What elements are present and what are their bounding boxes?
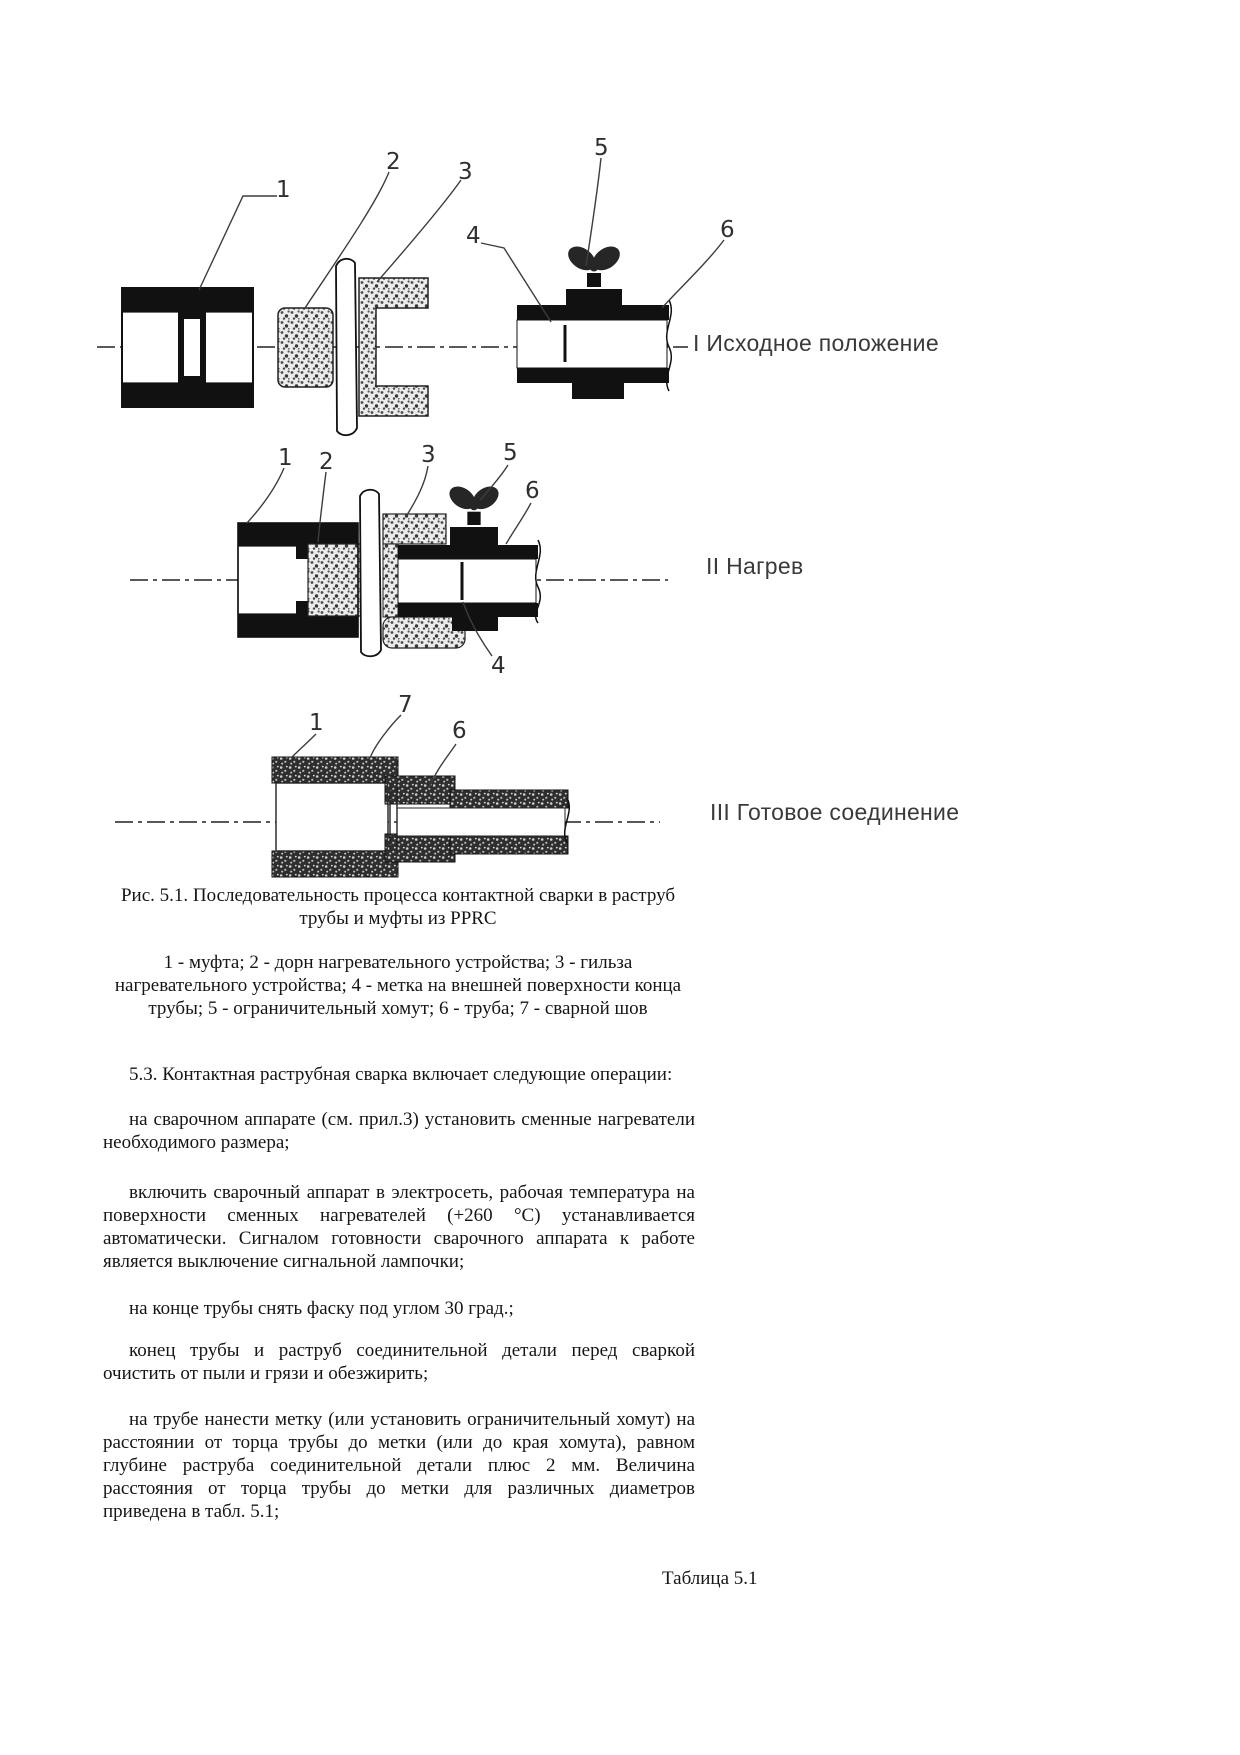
legend-line-2: нагревательного устройства; 4 - метка на… (114, 975, 682, 996)
body-paragraph-3: на конце трубы снять фаску под углом 30 … (129, 1298, 514, 1319)
callout-number: 6 (720, 217, 735, 243)
callout-number: 2 (319, 449, 334, 475)
body-paragraph-5: на трубе нанести метку (или установить о… (103, 1409, 695, 1522)
table-5-1-reference: Таблица 5.1 (662, 1568, 758, 1589)
figure-caption: Рис. 5.1. Последовательность процесса ко… (103, 884, 693, 930)
callout-number: 5 (503, 440, 518, 466)
legend-line-3: трубы; 5 - ограничительный хомут; 6 - тр… (148, 998, 648, 1019)
stage3-drawing (115, 714, 660, 878)
callout-number: 6 (525, 478, 540, 504)
callout-number: 7 (398, 692, 413, 718)
callout-number: 5 (594, 135, 609, 161)
callout-number: 3 (458, 159, 473, 185)
body-paragraph-4: конец трубы и раструб соединительной дет… (103, 1340, 695, 1384)
callout-number: 1 (278, 445, 293, 471)
callout-number: 1 (309, 710, 324, 736)
section-5-3-heading: 5.3. Контактная раструбная сварка включа… (129, 1064, 673, 1085)
stage1-drawing (97, 157, 725, 437)
figure-legend: 1 - муфта; 2 - дорн нагревательного устр… (103, 951, 693, 1020)
callout-number: 4 (466, 223, 481, 249)
technical-drawing (97, 157, 725, 878)
stage3-label: III Готовое соединение (710, 799, 960, 825)
callout-number: 4 (491, 653, 506, 679)
body-paragraph-1: на сварочном аппарате (см. прил.3) устан… (103, 1109, 695, 1153)
callout-number: 2 (386, 149, 401, 175)
callout-number: 6 (452, 718, 467, 744)
legend-line-1: 1 - муфта; 2 - дорн нагревательного устр… (163, 952, 633, 973)
callout-number: 1 (276, 177, 291, 203)
caption-line-2: трубы и муфты из PPRC (299, 908, 497, 929)
stage1-label: I Исходное положение (693, 330, 939, 356)
stage2-drawing (130, 464, 668, 658)
figure-5-1: 1 2 3 4 5 6 1 2 3 5 6 4 1 7 6 I Исходное… (97, 135, 960, 878)
stage2-label: II Нагрев (706, 553, 804, 579)
callout-number: 3 (421, 442, 436, 468)
body-paragraph-2: включить сварочный аппарат в электросеть… (103, 1182, 695, 1272)
caption-line-1: Рис. 5.1. Последовательность процесса ко… (120, 885, 676, 906)
